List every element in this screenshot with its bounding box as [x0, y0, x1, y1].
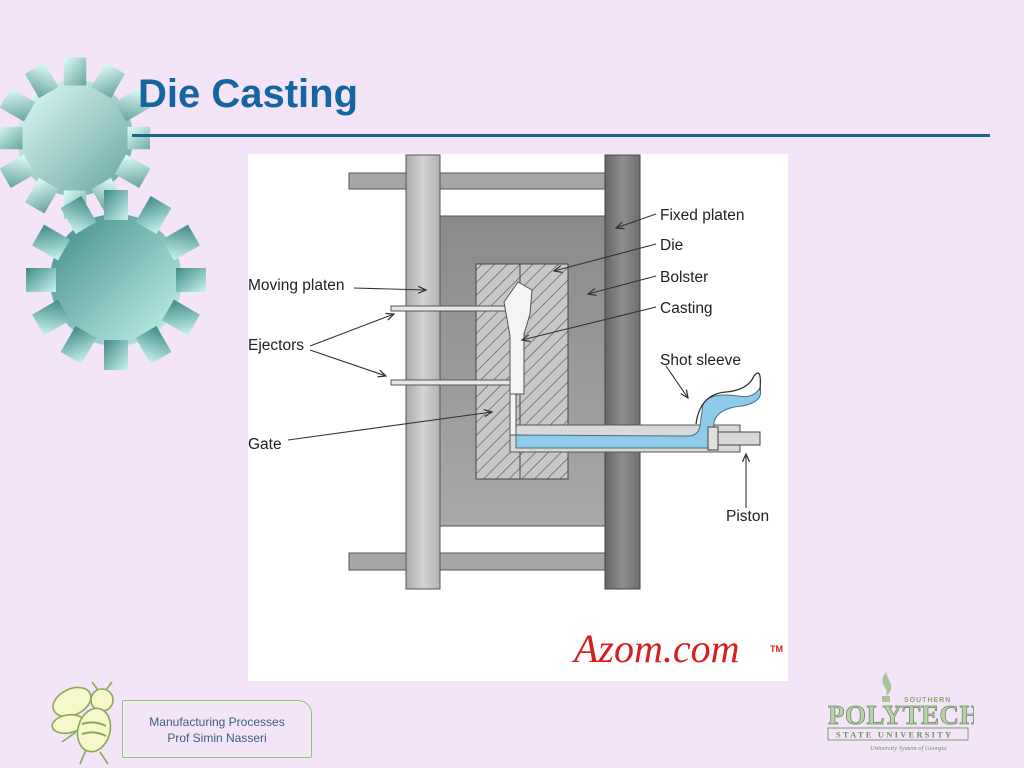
footer-course: Manufacturing Processes — [149, 715, 285, 729]
label-casting: Casting — [660, 300, 713, 317]
tie-bar-bottom — [348, 552, 608, 571]
label-fixed-platen: Fixed platen — [660, 207, 744, 224]
molten-metal — [515, 386, 762, 449]
watermark-azom: Azom.com — [571, 626, 740, 671]
gear-icon-bottom — [24, 188, 208, 372]
leader-casting — [522, 306, 657, 340]
logo-tagline: University System of Georgia — [870, 745, 946, 752]
leader-ejector-upper — [309, 314, 394, 347]
sleeve-gate-channel — [509, 393, 517, 436]
logo-name: POLYTECHNIC — [828, 700, 974, 730]
leader-shot-sleeve — [665, 365, 688, 398]
leader-gate — [287, 412, 492, 441]
die-casting-diagram: Fixed platen Die Bolster Casting Shot sl… — [248, 154, 788, 681]
slide-title: Die Casting — [138, 72, 359, 116]
watermark-tm: TM — [770, 644, 783, 654]
footer-instructor: Prof Simin Nasseri — [167, 731, 267, 745]
die-fixed-half-lower — [519, 451, 569, 480]
ejector-pin-lower — [390, 379, 515, 386]
university-logo: SOUTHERN POLYTECHNIC STATE UNIVERSITY Un… — [827, 672, 974, 752]
pour-spout — [695, 372, 762, 425]
ejector-pin-upper — [390, 305, 522, 312]
label-ejectors: Ejectors — [248, 337, 304, 354]
moving-platen — [405, 154, 441, 590]
tie-bar-top — [348, 172, 608, 190]
logo-subtitle: STATE UNIVERSITY — [836, 730, 953, 740]
logo-southern: SOUTHERN — [904, 697, 951, 704]
piston-head — [707, 426, 719, 451]
footer-course-box: Manufacturing Processes Prof Simin Nasse… — [122, 700, 312, 758]
leader-die — [554, 243, 657, 271]
piston-rod — [717, 431, 761, 446]
leader-ejector-lower — [309, 349, 386, 376]
label-gate: Gate — [248, 436, 282, 453]
leader-moving-platen — [353, 288, 426, 290]
title-divider — [132, 134, 990, 137]
torch-icon — [882, 672, 892, 702]
fixed-platen-lower — [604, 451, 641, 590]
label-shot-sleeve: Shot sleeve — [660, 352, 741, 369]
label-moving-platen: Moving platen — [248, 277, 345, 294]
bee-mascot-icon — [51, 681, 114, 765]
label-bolster: Bolster — [660, 269, 708, 286]
fixed-platen-upper — [604, 154, 641, 426]
leader-bolster — [588, 275, 657, 294]
label-piston: Piston — [726, 508, 769, 525]
leader-fixed-platen — [616, 213, 657, 228]
label-die: Die — [660, 237, 683, 254]
